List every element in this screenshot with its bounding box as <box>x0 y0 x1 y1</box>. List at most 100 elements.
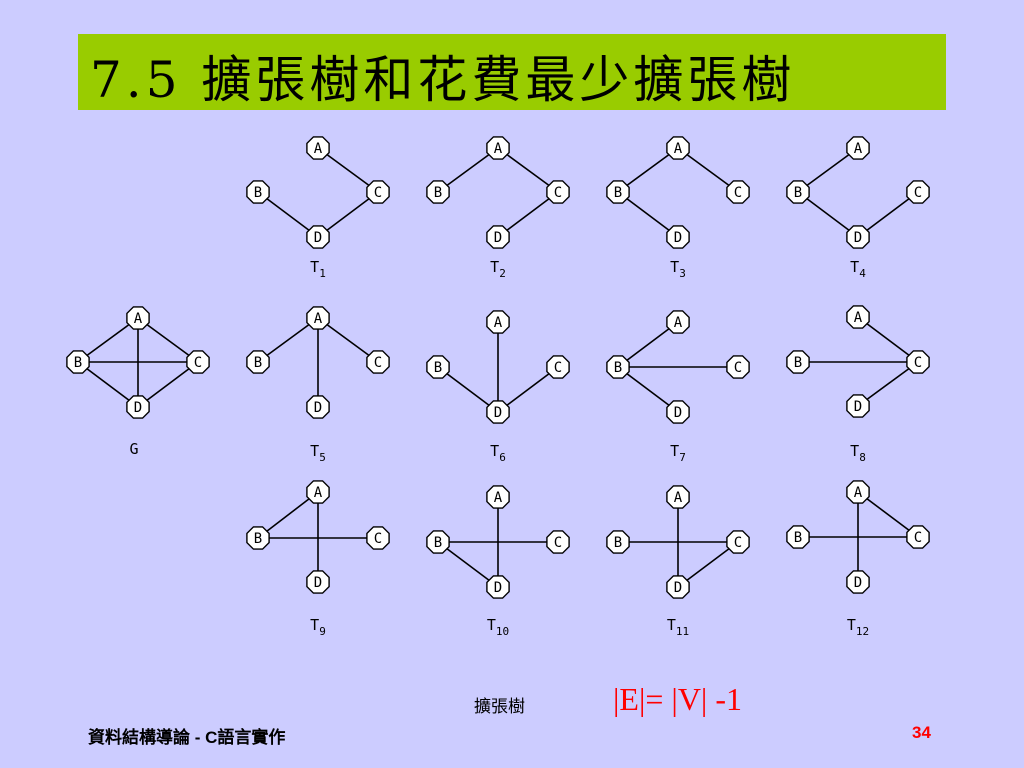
edge-c-d <box>497 366 559 413</box>
vertex-d <box>666 225 690 249</box>
vertex-b <box>426 180 450 204</box>
graph-label: T7 <box>670 442 686 464</box>
vertex-c <box>186 350 210 374</box>
vertex-label-c: C <box>914 185 922 201</box>
vertex-label-c: C <box>374 185 382 201</box>
vertex-label-b: B <box>434 360 442 376</box>
vertex-d <box>486 225 510 249</box>
vertex-label-d: D <box>674 230 682 246</box>
edge-b-d <box>257 191 319 238</box>
vertex-a <box>486 136 510 160</box>
vertex-d <box>486 400 510 424</box>
graph-label: T6 <box>490 442 506 464</box>
vertex-b <box>66 350 90 374</box>
graph-label: T9 <box>310 616 326 638</box>
edge-a-c <box>677 147 739 193</box>
vertex-label-c: C <box>554 360 562 376</box>
graph-label: G <box>129 440 138 458</box>
vertex-label-c: C <box>734 185 742 201</box>
vertex-label-c: C <box>914 355 922 371</box>
vertex-a <box>486 310 510 334</box>
graph-label: T11 <box>667 616 689 638</box>
vertex-d <box>846 394 870 418</box>
vertex-b <box>426 355 450 379</box>
vertex-b <box>426 530 450 554</box>
edge-a-b <box>437 147 499 193</box>
vertex-label-a: A <box>854 310 863 326</box>
slide-title: 7.5 擴張樹和花費最少擴張樹 <box>90 51 796 109</box>
vertex-c <box>726 355 750 379</box>
vertex-label-d: D <box>314 400 322 416</box>
vertex-d <box>306 570 330 594</box>
vertex-label-d: D <box>494 230 502 246</box>
vertex-label-b: B <box>614 535 622 551</box>
edge-a-b <box>797 147 859 193</box>
vertex-label-a: A <box>134 311 143 327</box>
graph-label: T5 <box>310 442 326 464</box>
graph-label-subscript: 7 <box>679 451 686 464</box>
graph-label: T8 <box>850 442 866 464</box>
vertex-label-b: B <box>74 355 82 371</box>
vertex-label-b: B <box>614 185 622 201</box>
graph-label: T2 <box>490 258 506 280</box>
vertex-label-b: B <box>434 535 442 551</box>
edge-a-b <box>77 317 139 363</box>
footer-course-title: 資料結構導論 - C語言實作 <box>88 728 286 747</box>
vertex-a <box>306 306 330 330</box>
vertex-label-a: A <box>494 141 503 157</box>
vertex-label-d: D <box>854 230 862 246</box>
edge-vertex-formula: |E|= |V| -1 <box>613 681 742 717</box>
vertex-label-b: B <box>254 185 262 201</box>
vertex-label-d: D <box>854 575 862 591</box>
vertex-label-c: C <box>734 535 742 551</box>
vertex-label-d: D <box>674 405 682 421</box>
title-bar: 7.5 擴張樹和花費最少擴張樹 <box>78 34 946 110</box>
vertex-b <box>246 180 270 204</box>
edge-c-d <box>857 361 919 407</box>
vertex-label-a: A <box>314 311 323 327</box>
edge-c-d <box>317 191 379 238</box>
vertex-label-d: D <box>494 405 502 421</box>
vertex-c <box>906 350 930 374</box>
vertex-label-a: A <box>494 315 503 331</box>
vertex-label-d: D <box>314 575 322 591</box>
spanning-tree-caption: 擴張樹 <box>474 697 525 717</box>
edge-b-d <box>437 541 499 588</box>
vertex-a <box>846 480 870 504</box>
vertex-d <box>846 225 870 249</box>
graph-label: T10 <box>487 616 509 638</box>
vertex-b <box>786 180 810 204</box>
vertex-c <box>546 530 570 554</box>
graph-label-subscript: 6 <box>499 451 506 464</box>
vertex-label-c: C <box>554 535 562 551</box>
edge-a-c <box>857 491 919 538</box>
vertex-c <box>906 525 930 549</box>
vertex-label-a: A <box>494 490 503 506</box>
vertex-label-a: A <box>314 141 323 157</box>
graph-label-subscript: 2 <box>499 267 506 280</box>
vertex-a <box>306 480 330 504</box>
graph-label-subscript: 3 <box>679 267 686 280</box>
edge-b-d <box>77 361 139 408</box>
vertex-c <box>366 180 390 204</box>
vertex-d <box>306 395 330 419</box>
edge-a-b <box>257 317 319 363</box>
vertex-a <box>666 310 690 334</box>
edge-a-c <box>857 316 919 363</box>
graph-label-subscript: 8 <box>859 451 866 464</box>
vertex-d <box>486 575 510 599</box>
graph-label: T12 <box>847 616 869 638</box>
vertex-label-d: D <box>494 580 502 596</box>
edge-b-d <box>437 366 499 413</box>
edge-c-d <box>497 191 559 238</box>
edge-c-d <box>857 191 919 238</box>
